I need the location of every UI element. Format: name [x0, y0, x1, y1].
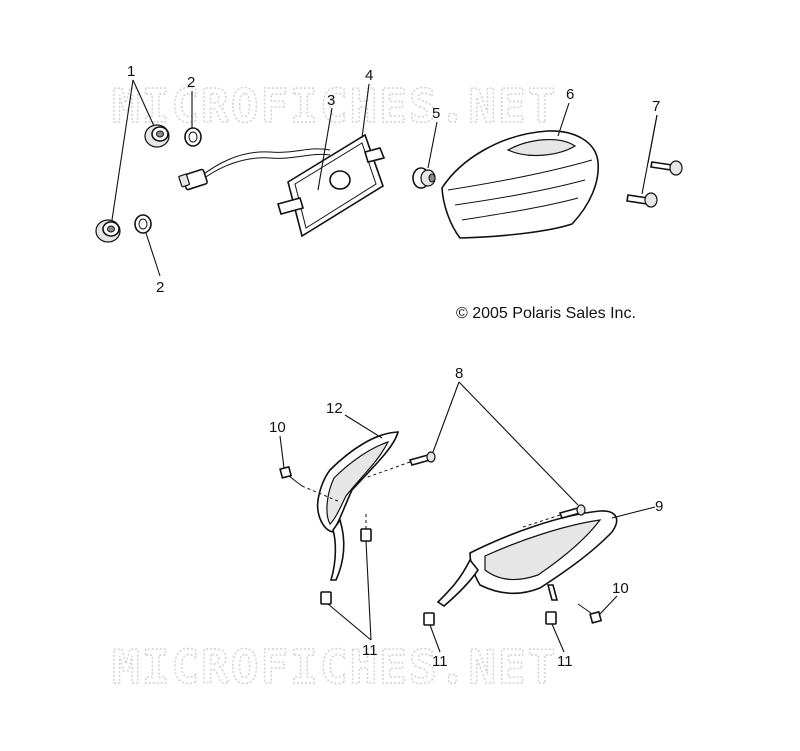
washer-part-2-upper — [184, 127, 202, 147]
callout-6: 6 — [566, 86, 574, 103]
washer-part-2-lower — [134, 214, 152, 234]
callout-3: 3 — [327, 92, 335, 109]
clip-part-11-left-upper — [360, 514, 372, 542]
screw-part-7-lower — [626, 192, 658, 208]
screw-part-10-right — [577, 603, 603, 624]
callout-1: 1 — [127, 63, 135, 80]
bolt-part-8-left — [364, 451, 436, 479]
bulb-part-5 — [412, 167, 436, 189]
callout-11-bottom-middle: 11 — [432, 653, 448, 670]
copyright-notice: © 2005 Polaris Sales Inc. — [456, 305, 636, 322]
callout-4: 4 — [365, 67, 373, 84]
clip-part-11-right-2 — [545, 611, 557, 625]
clip-part-11-left-lower — [320, 591, 332, 605]
callout-11-left: 11 — [362, 642, 378, 659]
callout-7: 7 — [652, 98, 660, 115]
grommet-part-1-lower — [95, 219, 121, 243]
callout-11-bottom-right: 11 — [557, 653, 573, 670]
side-reflector-part-12 — [316, 431, 400, 581]
bolt-part-8-right — [519, 504, 586, 529]
lamp-socket-harness — [178, 148, 331, 191]
leader-lines — [111, 79, 658, 653]
grommet-part-1-upper — [144, 124, 170, 148]
callout-12: 12 — [326, 400, 343, 417]
callout-10-right: 10 — [612, 580, 629, 597]
taillight-lens-part-6 — [441, 130, 600, 239]
screw-part-10-left — [279, 465, 341, 503]
screw-part-7-upper — [650, 160, 683, 176]
clip-part-11-right-1 — [423, 612, 435, 626]
side-reflector-part-9 — [436, 510, 618, 608]
callout-8: 8 — [455, 365, 463, 382]
callout-2-upper: 2 — [187, 74, 195, 91]
callout-10-left: 10 — [269, 419, 286, 436]
watermark-bottom: MICROFICHES.NET — [112, 640, 557, 694]
callout-9: 9 — [655, 498, 663, 515]
callout-2-lower: 2 — [156, 279, 164, 296]
callout-5: 5 — [432, 105, 440, 122]
lamp-base-part-4 — [276, 133, 386, 238]
watermark-top: MICROFICHES.NET — [112, 79, 557, 133]
